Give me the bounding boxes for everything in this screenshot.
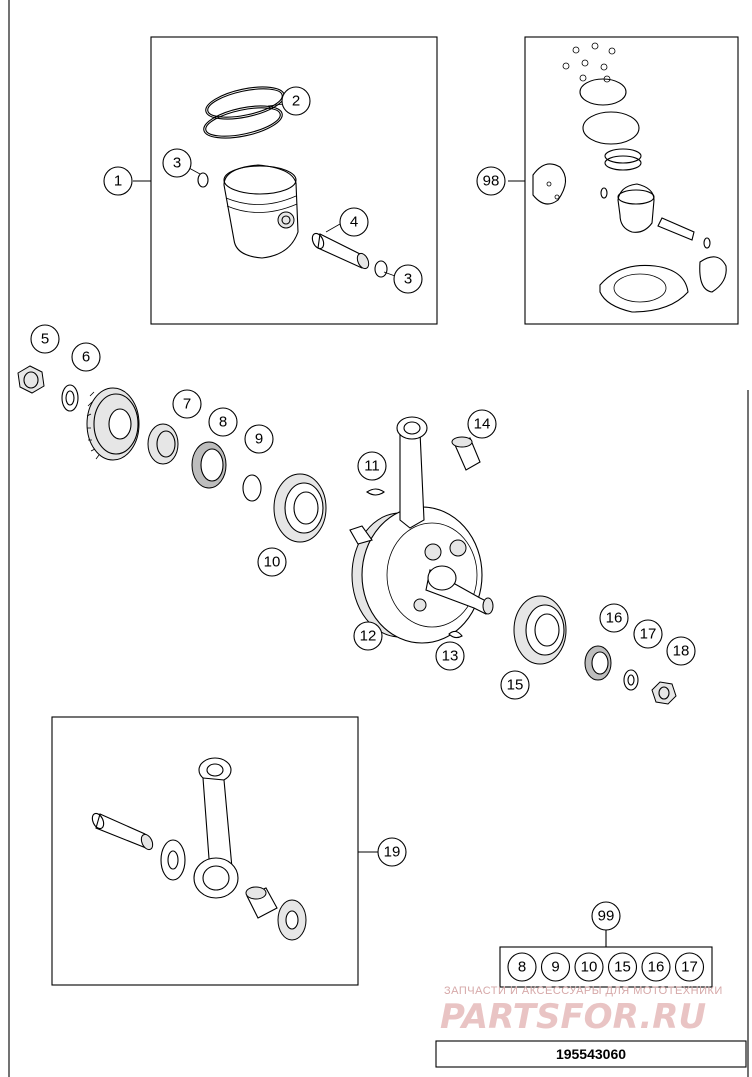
callout-label: 99 [598, 908, 615, 925]
callout-circle [591, 901, 621, 931]
kit-item-circle [674, 952, 705, 982]
callout-3: 3 [162, 148, 192, 178]
callout-label: 4 [350, 214, 358, 231]
callout-12: 12 [353, 621, 383, 651]
callout-label: 3 [404, 271, 412, 288]
kit-item-label: 17 [681, 959, 698, 976]
callout-5: 5 [30, 324, 60, 354]
callout-circle [257, 547, 287, 577]
callout-17: 17 [633, 619, 663, 649]
callout-circle [103, 166, 133, 196]
kit-item-label: 16 [648, 959, 665, 976]
callout-label: 6 [82, 349, 90, 366]
kit-item-circle [607, 952, 638, 982]
callout-label: 9 [255, 431, 263, 448]
callout-label: 18 [673, 643, 690, 660]
callout-15: 15 [500, 670, 530, 700]
callout-circle [71, 342, 101, 372]
callout-98: 98 [476, 166, 506, 196]
kit-99-box [499, 929, 713, 988]
callout-circle [281, 86, 311, 116]
callout-circle [162, 148, 192, 178]
callout-circle [633, 619, 663, 649]
callout-label: 7 [183, 396, 191, 413]
callout-2: 2 [281, 86, 311, 116]
callout-circle [467, 409, 497, 439]
conrod-kit-box [51, 716, 378, 986]
callout-10: 10 [257, 547, 287, 577]
callout-label: 15 [507, 677, 524, 694]
callout-leaders [188, 103, 396, 277]
callout-circle [30, 324, 60, 354]
kit-item-9: 9 [540, 952, 571, 982]
callout-13: 13 [435, 641, 465, 671]
callout-circle [339, 207, 369, 237]
callout-label: 5 [41, 331, 49, 348]
kit-item-label: 8 [518, 959, 526, 976]
piston-kit-box [133, 36, 438, 325]
callout-14: 14 [467, 409, 497, 439]
diagram-code: 195543060 [556, 1046, 626, 1062]
kit-item-15: 15 [607, 952, 638, 982]
kit-item-16: 16 [641, 952, 671, 982]
callout-4: 4 [339, 207, 369, 237]
callout-circle [353, 621, 383, 651]
watermark-subtitle: ЗАПЧАСТИ И АКСЕССУАРЫ ДЛЯ МОТОТЕХНИКИ [444, 985, 723, 997]
callout-label: 2 [292, 93, 300, 110]
callout-7: 7 [172, 389, 202, 419]
callout-label: 12 [360, 628, 377, 645]
callout-label: 14 [474, 416, 491, 433]
callout-label: 13 [442, 648, 459, 665]
callout-19: 19 [377, 837, 407, 867]
callout-circle [599, 603, 629, 633]
callout-8: 8 [208, 407, 238, 437]
callout-circle [172, 389, 202, 419]
callout-16: 16 [599, 603, 629, 633]
callout-circle [500, 670, 530, 700]
kit-item-circle [507, 952, 537, 982]
callout-label: 3 [173, 155, 181, 172]
callout-circle [393, 264, 423, 294]
kit-item-8: 8 [507, 952, 537, 982]
kit-item-label: 15 [614, 959, 631, 976]
watermark-logo: PARTSFOR.RU [440, 997, 706, 1037]
callout-1: 1 [103, 166, 133, 196]
kit-item-circle [574, 952, 604, 982]
callout-label: 16 [606, 610, 623, 627]
callout-circle [377, 837, 407, 867]
callout-circle [208, 407, 238, 437]
kit-item-10: 10 [574, 952, 604, 982]
callout-label: 1 [114, 173, 122, 190]
callout-circle [357, 451, 387, 481]
kit-item-label: 9 [551, 959, 559, 976]
callout-18: 18 [666, 636, 696, 666]
kit-item-17: 17 [674, 952, 705, 982]
kit-99-items: 8 9 10 15 16 17 [507, 952, 705, 982]
callout-label: 11 [364, 458, 380, 475]
callout-11: 11 [357, 451, 387, 481]
kit-item-label: 10 [581, 959, 598, 976]
gasket-kit-box [508, 36, 739, 325]
crankshaft-assembly [17, 365, 677, 705]
callout-6: 6 [71, 342, 101, 372]
callout-label: 8 [219, 414, 227, 431]
callout-label: 17 [640, 626, 657, 643]
callout-label: 10 [264, 554, 281, 571]
callout-3: 3 [393, 264, 423, 294]
callout-circle [435, 641, 465, 671]
kit-item-circle [641, 952, 671, 982]
diagram-code-box [435, 1040, 747, 1068]
callout-99: 99 [591, 901, 621, 931]
callout-circle [476, 166, 506, 196]
kit-item-circle [540, 952, 571, 982]
callout-circle [244, 424, 274, 454]
callout-circle [666, 636, 696, 666]
callout-label: 19 [384, 844, 401, 861]
callout-label: 98 [483, 173, 500, 190]
callout-9: 9 [244, 424, 274, 454]
